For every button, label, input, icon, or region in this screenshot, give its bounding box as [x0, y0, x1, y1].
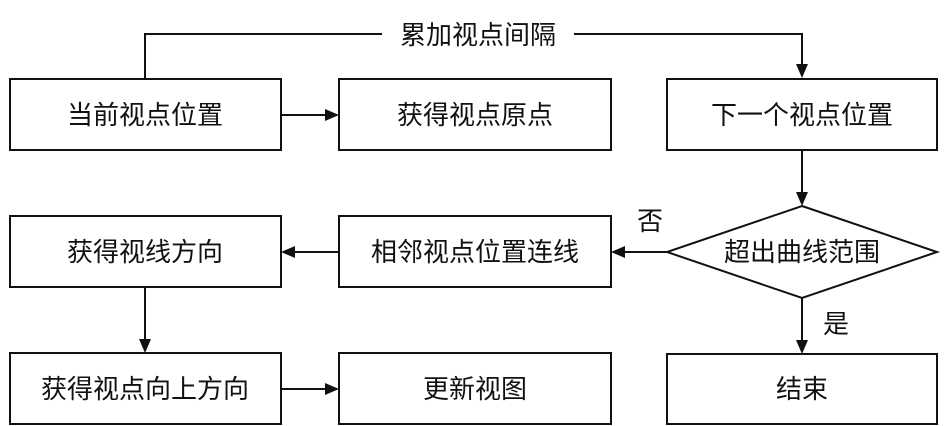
arrowhead-decision-no [611, 246, 625, 258]
loop-label-background [395, 21, 561, 51]
node-next-viewpoint-label: 下一个视点位置 [711, 101, 893, 131]
node-update-view [338, 352, 612, 425]
node-end [666, 353, 938, 425]
arrowhead-next-to-decision [796, 192, 808, 206]
node-next-viewpoint [666, 78, 938, 151]
edge-no-label: 否 [637, 207, 663, 237]
arrowhead-connect-to-direction [281, 246, 295, 258]
node-current-viewpoint [9, 78, 282, 151]
arrowhead-up-to-update [325, 383, 339, 395]
arrowhead-direction-to-up [139, 339, 151, 353]
node-get-origin [338, 78, 612, 151]
loop-label: 累加视点间隔 [400, 21, 556, 51]
node-view-direction [9, 215, 282, 288]
node-up-direction [9, 352, 282, 425]
node-current-viewpoint-label: 当前视点位置 [67, 101, 223, 131]
node-end-label: 结束 [776, 375, 828, 405]
node-decision-label: 超出曲线范围 [724, 238, 880, 268]
node-update-view-label: 更新视图 [423, 375, 527, 405]
arrowhead-current-to-origin [325, 109, 339, 121]
arrowhead-loop [796, 64, 808, 78]
node-connect-adjacent [338, 215, 612, 288]
node-up-direction-label: 获得视点向上方向 [41, 375, 249, 405]
loop-line-right [574, 33, 803, 64]
node-view-direction-label: 获得视线方向 [67, 238, 223, 268]
node-connect-adjacent-label: 相邻视点位置连线 [371, 238, 579, 268]
arrowhead-decision-yes [796, 340, 808, 354]
node-get-origin-label: 获得视点原点 [397, 101, 553, 131]
edge-yes-label: 是 [823, 310, 849, 340]
loop-line-left [144, 33, 382, 78]
